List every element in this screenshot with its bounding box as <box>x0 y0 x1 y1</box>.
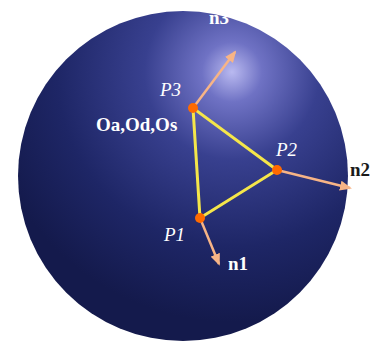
normal-label: n1 <box>228 254 248 273</box>
material-label: Oa,Od,Os <box>96 115 177 134</box>
vertex-label: P2 <box>276 140 297 159</box>
triangle <box>193 108 277 218</box>
vertex-dots <box>188 103 282 223</box>
normal-label: n2 <box>350 160 370 179</box>
vertex-label: P3 <box>160 80 181 99</box>
normal-vectors <box>193 52 350 264</box>
vertex-label: P1 <box>164 225 185 244</box>
normal-label: n3 <box>209 8 229 27</box>
